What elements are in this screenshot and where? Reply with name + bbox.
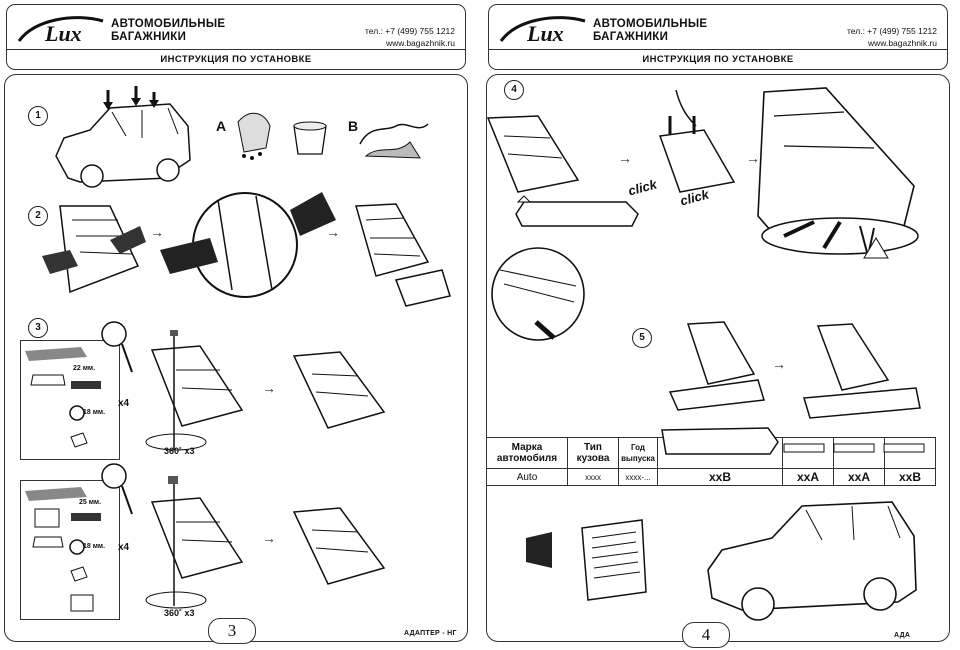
brand-line-2: БАГАЖНИКИ <box>111 31 187 43</box>
step-number-4: 4 <box>504 80 524 100</box>
adapter-clip-closeup <box>160 192 336 298</box>
cell-make: Auto <box>486 468 568 486</box>
adapter-closeup-illustration <box>757 87 919 259</box>
page-header: Lux АВТОМОБИЛЬНЫЕ БАГАЖНИКИ тел.: +7 (49… <box>488 4 948 70</box>
brand-line-2: БАГАЖНИКИ <box>593 31 669 43</box>
page-title: ИНСТРУКЦИЯ ПО УСТАНОВКЕ <box>642 54 794 65</box>
instruction-page-3: Lux АВТОМОБИЛЬНЫЕ БАГАЖНИКИ тел.: +7 (49… <box>0 0 476 650</box>
arrow-right-icon: → <box>772 356 786 372</box>
contact-info: тел.: +7 (499) 755 1212 www.bagazhnik.ru <box>847 25 937 49</box>
lux-logo: Lux <box>499 16 586 46</box>
cell-code: xxB <box>657 468 783 486</box>
adapter-result-illustration <box>292 351 386 429</box>
adapter-assembled-illustration <box>355 203 451 307</box>
step-number-2: 2 <box>28 206 48 226</box>
magnifier-icon <box>101 463 133 515</box>
brand-name: АВТОМОБИЛЬНЫЕ БАГАЖНИКИ <box>111 18 225 44</box>
brand-line-1: АВТОМОБИЛЬНЫЕ <box>593 18 708 30</box>
page-number: 3 <box>208 618 256 644</box>
header-divider <box>7 49 465 50</box>
brand-line-1: АВТОМОБИЛЬНЫЕ <box>111 18 226 30</box>
logo-text: Lux <box>526 21 564 46</box>
lux-logo: Lux <box>17 16 104 46</box>
logo-text: Lux <box>44 21 82 46</box>
quantity-label: x4 <box>118 542 130 553</box>
footer-code: АДАПТЕР - НГ <box>404 630 457 637</box>
arrow-right-icon: → <box>326 224 340 240</box>
parts-kit-1: 22 мм. 18 мм. <box>20 340 120 460</box>
brand-name: АВТОМОБИЛЬНЫЕ БАГАЖНИКИ <box>593 18 707 44</box>
page-header: Lux АВТОМОБИЛЬНЫЕ БАГАЖНИКИ тел.: +7 (49… <box>6 4 466 70</box>
arrow-right-icon: → <box>746 150 760 166</box>
adapter-press-illustration <box>42 205 146 294</box>
contact-info: тел.: +7 (499) 755 1212 www.bagazhnik.ru <box>365 25 455 49</box>
car-illustration <box>707 501 917 621</box>
rotation-label: 360˚ x3 <box>164 446 195 456</box>
cell-code: xxA <box>782 468 834 486</box>
parts-kit-1-drawing <box>25 347 101 448</box>
column-header-year: Год выпуска <box>618 437 658 469</box>
adapter-illustration <box>486 115 580 193</box>
base-pad-set-illustration <box>783 443 925 453</box>
phone-number: тел.: +7 (499) 755 1212 <box>847 26 937 36</box>
base-a-drawing-cell <box>833 437 885 469</box>
page-number: 4 <box>682 622 730 648</box>
bolt-install-illustration <box>145 330 244 451</box>
website-link[interactable]: www.bagazhnik.ru <box>868 38 937 48</box>
column-header-body: Тип кузова <box>567 437 619 469</box>
base-a-drawing-cell <box>782 437 834 469</box>
bolt-length-label: 25 мм. <box>79 499 102 506</box>
cell-code: xxB <box>884 468 936 486</box>
vehicle-fit-table: Марка автомобиля Тип кузова Год выпуска … <box>486 437 936 486</box>
adapter-snap-illustration <box>658 89 736 193</box>
bolt-length-label: 22 мм. <box>73 365 96 372</box>
cell-body: xxxx <box>567 468 619 486</box>
option-a-label: A <box>216 118 227 134</box>
footer-code: АДА <box>894 632 911 639</box>
washer-size-label: 18 мм. <box>83 409 106 416</box>
parts-kit-2-drawing <box>25 487 101 612</box>
option-b-label: B <box>348 118 359 134</box>
arrow-right-icon: → <box>262 380 276 396</box>
page-title: ИНСТРУКЦИЯ ПО УСТАНОВКЕ <box>160 54 312 65</box>
website-link[interactable]: www.bagazhnik.ru <box>386 38 455 48</box>
car-roof-illustration <box>55 86 191 188</box>
rail-base-illustration <box>515 195 639 227</box>
adapter-on-base-illustration <box>668 321 765 411</box>
step-number-3: 3 <box>28 318 48 338</box>
header-divider <box>489 49 947 50</box>
bolt-install-illustration <box>145 476 244 609</box>
cleaning-supplies-icon <box>237 112 327 160</box>
column-header-make: Марка автомобиля <box>486 437 568 469</box>
washer-size-label: 18 мм. <box>83 543 106 550</box>
adapter-result-illustration <box>292 507 386 585</box>
instruction-page-4: Lux АВТОМОБИЛЬНЫЕ БАГАЖНИКИ тел.: +7 (49… <box>482 0 958 650</box>
phone-number: тел.: +7 (499) 755 1212 <box>365 26 455 36</box>
arrow-right-icon: → <box>262 530 276 546</box>
parts-kit-2: 25 мм. 18 мм. <box>20 480 120 620</box>
cell-code: xxA <box>833 468 885 486</box>
instruction-leaflet-illustration <box>526 519 647 601</box>
step-number-1: 1 <box>28 106 48 126</box>
adapter-mounted-illustration <box>803 323 921 419</box>
cell-year: xxxx-... <box>618 468 658 486</box>
rail-clip-closeup <box>491 247 585 341</box>
rotation-label: 360˚ x3 <box>164 608 195 618</box>
base-pad-illustration <box>661 427 779 455</box>
arrow-right-icon: → <box>150 224 164 240</box>
step-number-5: 5 <box>632 328 652 348</box>
wipe-cloth-icon <box>359 123 429 159</box>
quantity-label: x4 <box>118 398 130 409</box>
arrow-right-icon: → <box>618 150 632 166</box>
magnifier-icon <box>101 321 133 373</box>
